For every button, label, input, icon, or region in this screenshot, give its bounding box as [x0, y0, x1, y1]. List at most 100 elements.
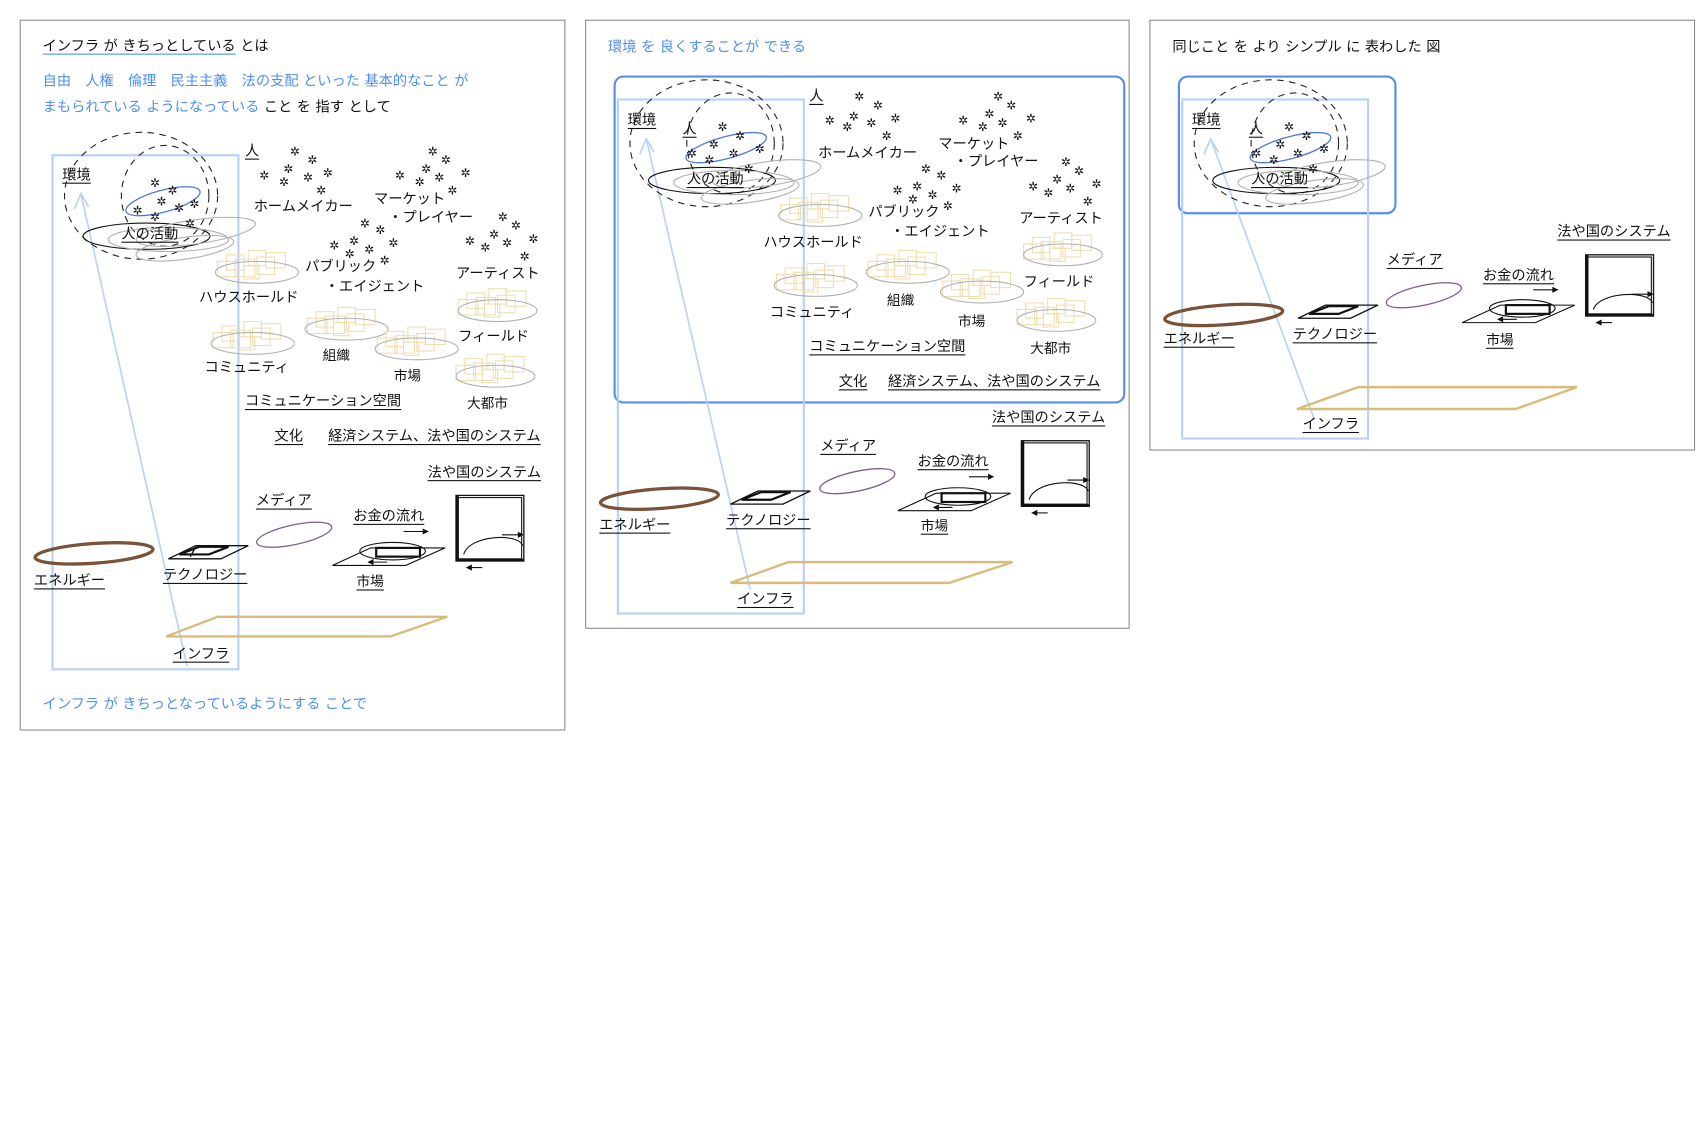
person-star-icon: ✲ [167, 183, 178, 198]
homemaker-star-icon: ✲ [881, 129, 892, 144]
label-artist: アーティスト [456, 265, 540, 283]
media-ellipse [819, 468, 896, 495]
infra-to-environment-arrow [80, 193, 188, 667]
public-agent-star-icon: ✲ [344, 247, 355, 262]
energy-ellipse [33, 541, 155, 566]
person-ellipse [125, 186, 201, 217]
market-player-star-icon: ✲ [460, 166, 471, 181]
label-human-activity: 人の活動 [686, 171, 744, 189]
homemaker-star-icon: ✲ [866, 115, 877, 131]
label-energy: エネルギー [1163, 331, 1235, 348]
panel2-drawing [598, 75, 1126, 615]
panel1-title: インフラ が きちっとしている [42, 38, 236, 55]
media-ellipse [1385, 282, 1463, 309]
organization-cluster-icon [304, 306, 389, 341]
artist-star-icon: ✲ [1043, 185, 1054, 201]
market-player-star-icon: ✲ [427, 144, 438, 159]
person-star-icon: ✲ [1251, 146, 1262, 161]
person-star-icon: ✲ [1318, 142, 1329, 157]
society-frame [1177, 75, 1397, 215]
public-agent-star-icon: ✲ [907, 192, 918, 207]
market-platform-icon [332, 528, 446, 566]
person-star-icon: ✲ [1275, 137, 1286, 153]
household-cluster-icon [214, 249, 300, 284]
person-star-icon: ✲ [149, 176, 160, 191]
infra-to-environment-arrow [1209, 138, 1316, 421]
label-communication-space: コミュニケーション空間 [244, 393, 402, 411]
infra-column-frame [616, 98, 805, 615]
label-legal-system: 法や国のシステム [427, 464, 541, 482]
market-player-star-icon: ✲ [421, 161, 432, 177]
market-player-star-icon: ✲ [992, 89, 1004, 104]
label-human-activity: 人の活動 [121, 226, 179, 243]
label-infrastructure: インフラ [1302, 416, 1359, 434]
label-infrastructure: インフラ [737, 591, 794, 609]
market-player-star-icon: ✲ [447, 183, 458, 198]
public-agent-star-icon: ✲ [388, 236, 399, 251]
label-money-flow: お金の流れ [353, 508, 425, 525]
market-player-star-icon: ✲ [414, 174, 425, 190]
homemaker-star-icon: ✲ [302, 170, 314, 185]
homemaker-star-icon: ✲ [259, 168, 270, 183]
label-media: メディア [820, 438, 877, 455]
label-community: コミュニティ [769, 305, 855, 322]
person-star-icon: ✲ [132, 203, 143, 218]
legal-system-box-icon [1585, 254, 1655, 326]
label-human-activity: 人の活動 [1251, 171, 1308, 189]
person-star-icon: ✲ [189, 196, 200, 212]
label-money-flow: お金の流れ [1482, 267, 1555, 285]
homemaker-star-icon: ✲ [824, 113, 835, 128]
public-agent-star-icon: ✲ [364, 242, 375, 257]
label-market-platform: 市場 [356, 573, 384, 590]
panel-infrastructure-definition: インフラ が きちっとしている とは 自由 人権 倫理 民主主義 法の支配 とい… [19, 19, 566, 731]
panel1-footer: インフラ が きちっとなっているようにする ことで [42, 696, 368, 714]
homemaker-star-icon: ✲ [854, 89, 865, 104]
panel2-title: 環境 を 良くすることが できる [608, 39, 807, 56]
person-star-icon: ✲ [156, 194, 167, 209]
panel-simplified-diagram: 同じこと を より シンプル に 表わした 図 環境 人 人の活動 法や国のシス… [1149, 19, 1696, 451]
market-player-star-icon: ✲ [440, 153, 451, 168]
label-environment: 環境 [62, 167, 91, 184]
label-market-player-1: マーケット [938, 136, 1010, 154]
infrastructure-plane [730, 560, 1014, 585]
label-energy: エネルギー [33, 573, 106, 590]
artist-star-icon: ✲ [1027, 179, 1039, 194]
label-environment: 環境 [627, 112, 657, 130]
label-homemaker: ホームメイカー [253, 199, 353, 216]
public-agent-star-icon: ✲ [892, 183, 903, 198]
panel1-title-suffix: とは [240, 38, 269, 55]
public-agent-star-icon: ✲ [942, 199, 953, 214]
label-economic-system: 経済システム、法や国のシステム [328, 428, 541, 446]
artist-star-icon: ✲ [1082, 194, 1093, 209]
artist-star-icon: ✲ [464, 234, 475, 249]
field-cluster-icon [1023, 232, 1103, 267]
label-homemaker: ホームメイカー [818, 145, 918, 162]
public-agent-star-icon: ✲ [375, 223, 386, 238]
artist-star-icon: ✲ [1091, 177, 1102, 192]
infra-column-frame [51, 154, 240, 671]
panel1-drawing [33, 131, 538, 671]
person-star-icon: ✲ [743, 161, 754, 177]
artist-star-icon: ✲ [519, 249, 530, 264]
public-agent-star-icon: ✲ [912, 179, 923, 194]
label-economic-system: 経済システム、法や国のシステム [888, 374, 1101, 391]
label-legal-system: 法や国のシステム [991, 410, 1106, 427]
household-cluster-icon [778, 193, 863, 227]
label-artist: アーティスト [1019, 211, 1103, 228]
public-agent-star-icon: ✲ [951, 181, 962, 196]
label-market-player-2: ・プレイヤー [953, 154, 1039, 171]
person-star-icon: ✲ [1292, 146, 1303, 161]
market-player-star-icon: ✲ [1006, 98, 1017, 113]
media-ellipse [256, 521, 333, 548]
label-public-agent-1: パブリック [305, 259, 377, 276]
person-star-icon: ✲ [1301, 129, 1312, 144]
artist-star-icon: ✲ [1052, 172, 1063, 188]
label-organization: 組織 [886, 291, 915, 309]
label-media: メディア [255, 493, 312, 510]
person-star-icon: ✲ [149, 209, 160, 225]
panel3-drawing [1163, 75, 1655, 440]
artist-star-icon: ✲ [1073, 164, 1084, 179]
person-star-icon: ✲ [184, 216, 195, 231]
panel-improve-environment: 環境 を 良くすることが できる 環境 人 人の活動 人 ホームメイカー マーケ… [585, 19, 1130, 629]
energy-ellipse [1163, 302, 1285, 328]
